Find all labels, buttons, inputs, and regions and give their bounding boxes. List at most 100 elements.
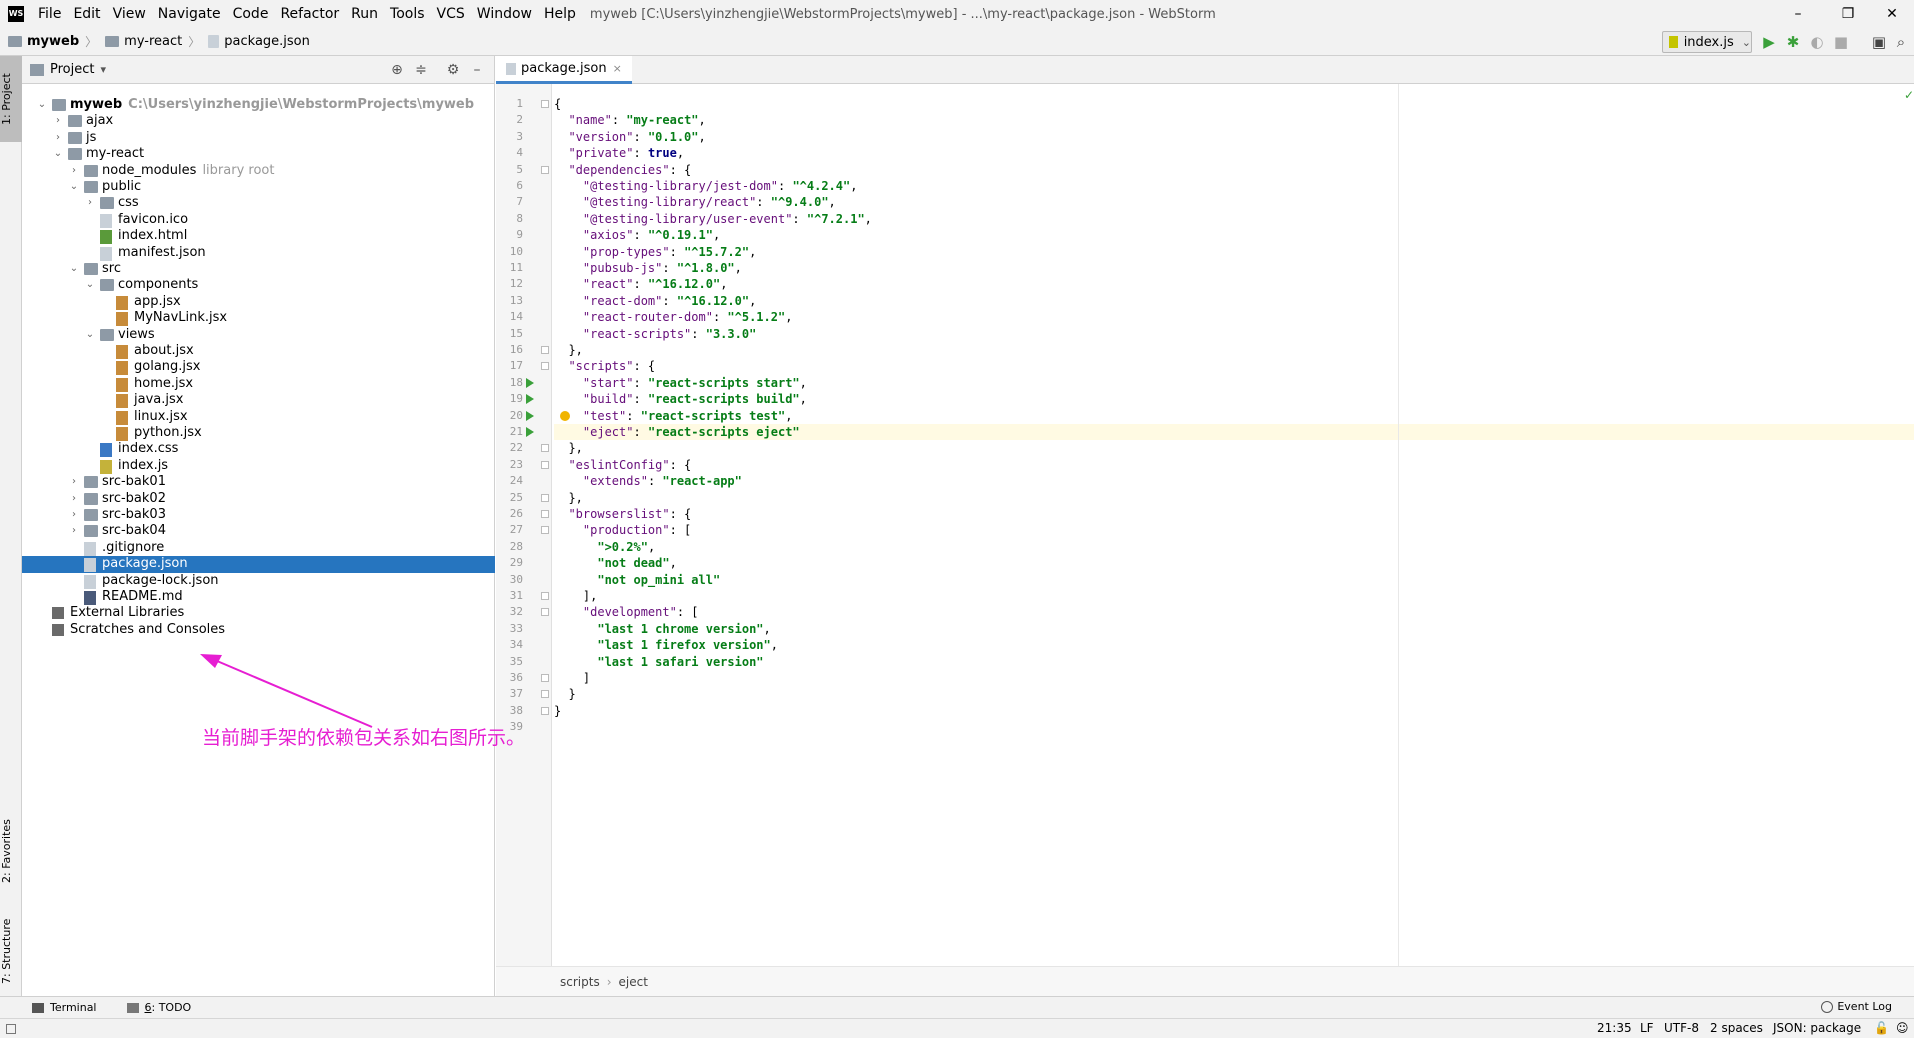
run-gutter-icon[interactable] — [526, 427, 534, 437]
tree-item[interactable]: ⌄public — [22, 179, 495, 195]
fold-icon[interactable] — [541, 493, 549, 502]
tree-item[interactable]: ⌄my-react — [22, 146, 495, 162]
tree-item[interactable]: ⌄components — [22, 277, 495, 293]
tree-item[interactable]: .gitignore — [22, 540, 495, 556]
menu-refactor[interactable]: Refactor — [280, 6, 340, 22]
caret-position[interactable]: 21:35 — [1597, 1021, 1632, 1035]
chevron-right-icon[interactable]: › — [72, 492, 76, 504]
intention-bulb-icon[interactable] — [560, 410, 570, 421]
code-line[interactable]: "react-router-dom": "^5.1.2", — [554, 309, 1914, 325]
code-line[interactable]: "browserslist": { — [554, 506, 1914, 522]
fold-icon[interactable] — [541, 100, 549, 108]
code-editor[interactable]: { "name": "my-react", "version": "0.1.0"… — [554, 84, 1914, 966]
indent-setting[interactable]: 2 spaces — [1710, 1021, 1763, 1035]
code-line[interactable]: "version": "0.1.0", — [554, 129, 1914, 145]
fold-icon[interactable] — [541, 444, 549, 453]
project-structure-icon[interactable]: ▣ — [1871, 33, 1887, 51]
tree-item[interactable]: golang.jsx — [22, 359, 495, 376]
tree-item[interactable]: about.jsx — [22, 343, 495, 359]
json-schema[interactable]: JSON: package — [1773, 1021, 1862, 1035]
code-line[interactable]: "@testing-library/user-event": "^7.2.1", — [554, 211, 1914, 227]
menu-run[interactable]: Run — [351, 6, 379, 22]
code-line[interactable]: }, — [554, 342, 1914, 358]
breadcrumb-myweb[interactable]: myweb 〉 — [0, 33, 97, 50]
menu-code[interactable]: Code — [232, 6, 269, 22]
gear-icon[interactable]: ⚙ — [446, 62, 460, 78]
fold-icon[interactable] — [541, 362, 549, 371]
fold-icon[interactable] — [541, 592, 549, 600]
code-line[interactable]: "react-scripts": "3.3.0" — [554, 326, 1914, 342]
tree-item[interactable]: MyNavLink.jsx — [22, 310, 495, 327]
tool-window-structure-tab[interactable]: 7: Structure — [0, 918, 13, 984]
minimize-button[interactable]: – — [1794, 6, 1802, 22]
tree-item[interactable]: home.jsx — [22, 376, 495, 392]
tree-item[interactable]: java.jsx — [22, 392, 495, 409]
menu-window[interactable]: Window — [476, 6, 532, 22]
code-line[interactable]: "name": "my-react", — [554, 112, 1914, 128]
code-line[interactable]: ">0.2%", — [554, 539, 1914, 555]
tool-window-project-tab[interactable]: 1: Project — [0, 56, 22, 142]
chevron-down-icon[interactable]: ⌄ — [37, 99, 47, 110]
run-gutter-icon[interactable] — [526, 410, 534, 421]
code-line[interactable]: "eslintConfig": { — [554, 457, 1914, 473]
fold-icon[interactable] — [541, 510, 549, 518]
event-log-tab[interactable]: Event Log — [1821, 1000, 1892, 1013]
code-line[interactable]: { — [554, 96, 1914, 112]
menu-help[interactable]: Help — [543, 6, 576, 22]
code-line[interactable]: "last 1 chrome version", — [554, 621, 1914, 637]
terminal-tab[interactable]: Terminal — [32, 1001, 97, 1014]
hide-panel-icon[interactable]: – — [473, 62, 481, 78]
tree-item[interactable]: linux.jsx — [22, 409, 495, 425]
tool-windows-toggle-icon[interactable] — [6, 1024, 16, 1034]
code-line[interactable]: ], — [554, 588, 1914, 604]
run-icon[interactable]: ▶ — [1763, 33, 1775, 51]
chevron-right-icon[interactable]: › — [56, 131, 60, 143]
tab-package-json[interactable]: package.json × — [496, 56, 632, 84]
editor-breadcrumb-scripts[interactable]: scripts — [560, 974, 600, 989]
code-line[interactable]: ] — [554, 670, 1914, 686]
tree-item[interactable]: ⌄src — [22, 261, 495, 277]
chevron-right-icon[interactable]: › — [72, 509, 76, 520]
chevron-down-icon[interactable]: ⌄ — [69, 181, 79, 192]
tree-item[interactable]: package-lock.json — [22, 573, 495, 589]
chevron-right-icon[interactable]: › — [72, 164, 76, 176]
debug-icon[interactable]: ✱ — [1786, 33, 1800, 51]
code-line[interactable]: } — [554, 686, 1914, 702]
collapse-all-icon[interactable]: ≑ — [415, 62, 427, 78]
tree-item[interactable]: index.html — [22, 228, 495, 245]
code-line[interactable]: "development": [ — [554, 604, 1914, 620]
search-icon[interactable]: ⌕ — [1896, 33, 1906, 51]
lock-icon[interactable]: 🔓 — [1874, 1021, 1889, 1035]
line-separator[interactable]: LF — [1640, 1021, 1654, 1035]
breadcrumb-package-json[interactable]: package.json — [200, 34, 310, 49]
close-icon[interactable]: × — [612, 62, 622, 75]
tree-item[interactable]: package.json — [22, 556, 495, 573]
tree-item[interactable]: README.md — [22, 589, 495, 605]
chevron-right-icon[interactable]: › — [88, 197, 92, 209]
tool-window-favorites-tab[interactable]: 2: Favorites — [0, 819, 13, 883]
tree-item[interactable]: index.js — [22, 458, 495, 474]
tree-item[interactable]: ›src-bak03 — [22, 507, 495, 523]
menu-vcs[interactable]: VCS — [436, 6, 465, 22]
fold-icon[interactable] — [541, 690, 549, 699]
code-line[interactable]: "react-dom": "^16.12.0", — [554, 293, 1914, 309]
breadcrumb-my-react[interactable]: my-react 〉 — [97, 33, 200, 50]
chevron-down-icon[interactable]: ⌄ — [85, 279, 95, 291]
code-line[interactable]: "eject": "react-scripts eject" — [554, 424, 1914, 441]
chevron-right-icon[interactable]: › — [72, 525, 76, 537]
tree-item[interactable]: index.css — [22, 441, 495, 458]
menu-navigate[interactable]: Navigate — [157, 6, 221, 22]
coverage-icon[interactable]: ◐ — [1810, 33, 1824, 51]
run-configuration-select[interactable]: index.js ⌄ — [1662, 31, 1752, 53]
code-line[interactable]: "last 1 firefox version", — [554, 637, 1914, 653]
chevron-down-icon[interactable]: ⌄ — [53, 148, 63, 160]
fold-icon[interactable] — [541, 460, 549, 469]
code-line[interactable]: "not dead", — [554, 555, 1914, 571]
chevron-down-icon[interactable]: ⌄ — [85, 328, 95, 340]
tree-item[interactable]: ⌄views — [22, 327, 495, 343]
code-line[interactable]: "react": "^16.12.0", — [554, 276, 1914, 292]
code-line[interactable]: "prop-types": "^15.7.2", — [554, 244, 1914, 260]
code-line[interactable]: }, — [554, 490, 1914, 506]
